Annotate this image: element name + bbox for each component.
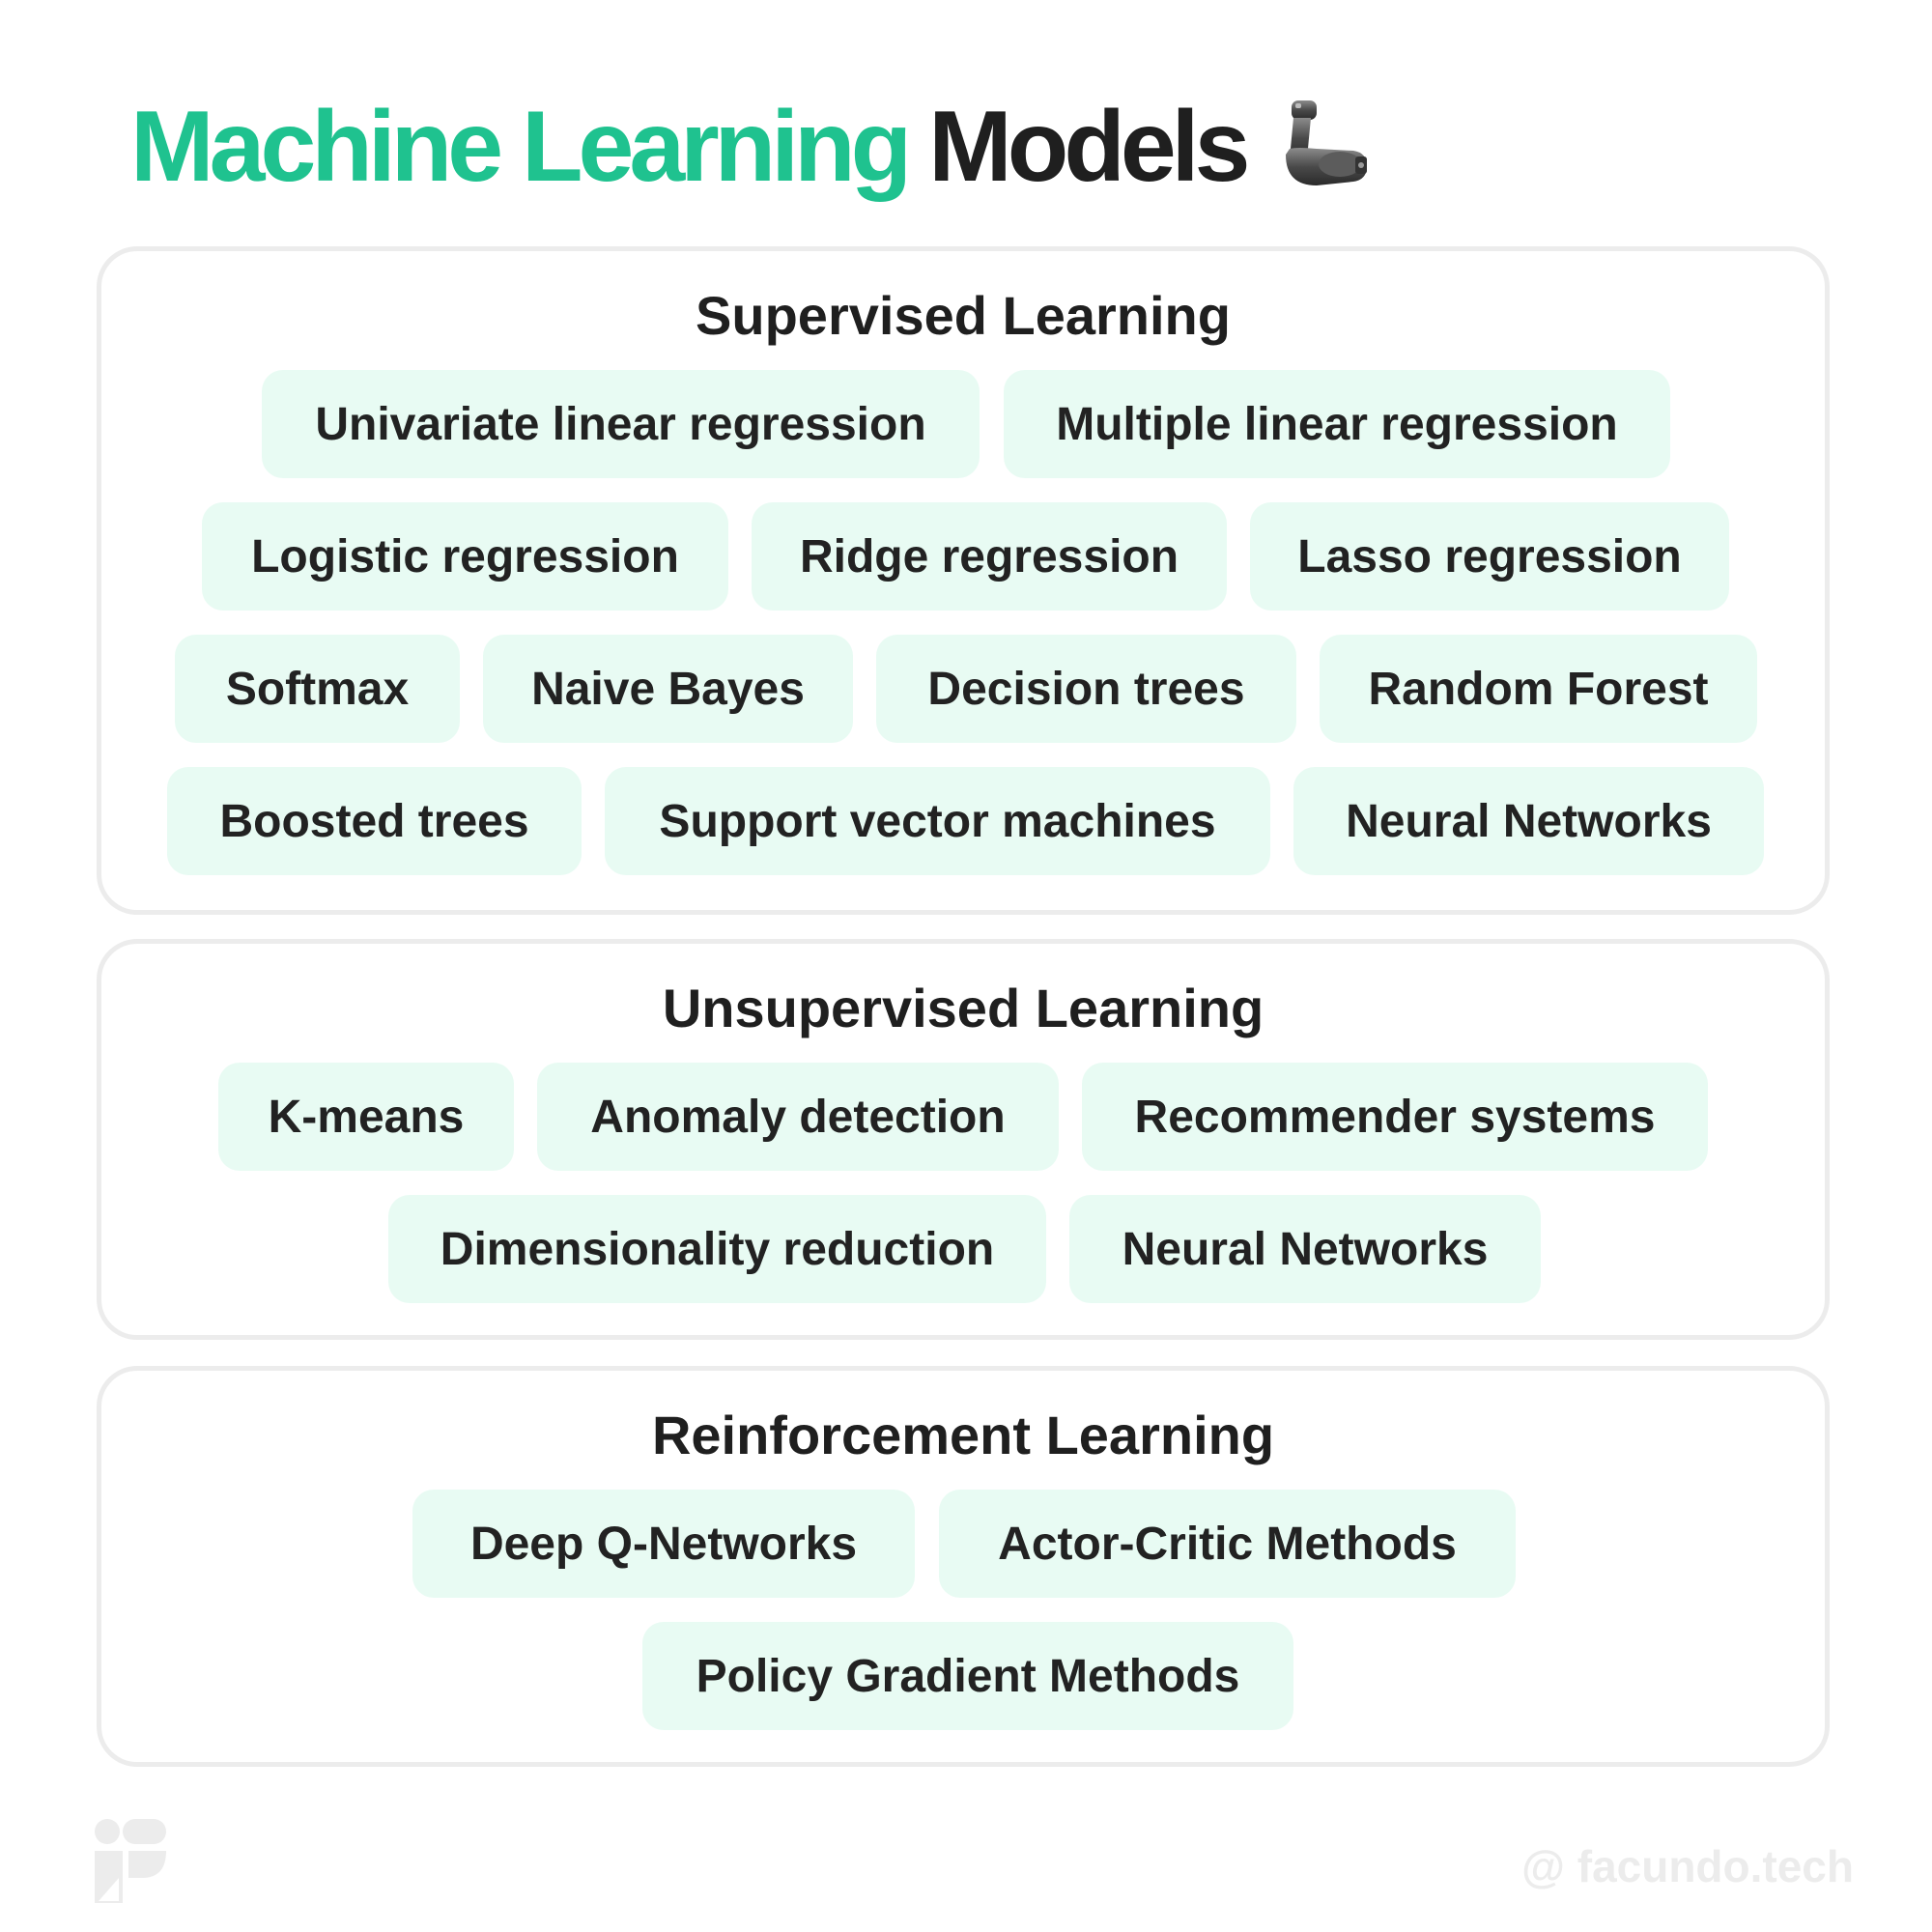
model-chip: Lasso regression (1250, 502, 1729, 611)
model-chip: Neural Networks (1293, 767, 1764, 875)
author-handle: @ facundo.tech (1521, 1841, 1854, 1891)
page-title: Machine Learning Models (130, 89, 1375, 205)
facundo-logo-icon (95, 1819, 166, 1903)
model-chip: Neural Networks (1069, 1195, 1541, 1303)
model-chip: Softmax (175, 635, 460, 743)
page-title-accent: Machine Learning (130, 90, 912, 203)
model-chip: Univariate linear regression (262, 370, 980, 478)
model-chip: Random Forest (1320, 635, 1757, 743)
mechanical-arm-icon (1286, 100, 1368, 185)
supervised-learning-section: Supervised Learning Univariate linear re… (97, 246, 1830, 915)
page-title-rest: Models (928, 90, 1250, 203)
model-chip: Boosted trees (167, 767, 582, 875)
model-chip: Recommender systems (1082, 1063, 1708, 1171)
model-chip: Policy Gradient Methods (642, 1622, 1293, 1730)
model-chip: Deep Q-Networks (412, 1490, 915, 1598)
model-chip: Dimensionality reduction (388, 1195, 1046, 1303)
section-title: Unsupervised Learning (662, 978, 1264, 1038)
model-chip: Naive Bayes (483, 635, 853, 743)
model-chip: K-means (218, 1063, 514, 1171)
model-chip: Ridge regression (752, 502, 1227, 611)
model-chip: Anomaly detection (537, 1063, 1059, 1171)
model-chip: Logistic regression (202, 502, 728, 611)
section-title: Reinforcement Learning (651, 1405, 1275, 1465)
model-chip: Multiple linear regression (1004, 370, 1670, 478)
unsupervised-learning-section: Unsupervised Learning K-means Anomaly de… (97, 939, 1830, 1340)
model-chip: Actor-Critic Methods (939, 1490, 1516, 1598)
section-title: Supervised Learning (696, 285, 1231, 346)
model-chip: Decision trees (876, 635, 1296, 743)
model-chip: Support vector machines (605, 767, 1270, 875)
reinforcement-learning-section: Reinforcement Learning Deep Q-Networks A… (97, 1366, 1830, 1767)
